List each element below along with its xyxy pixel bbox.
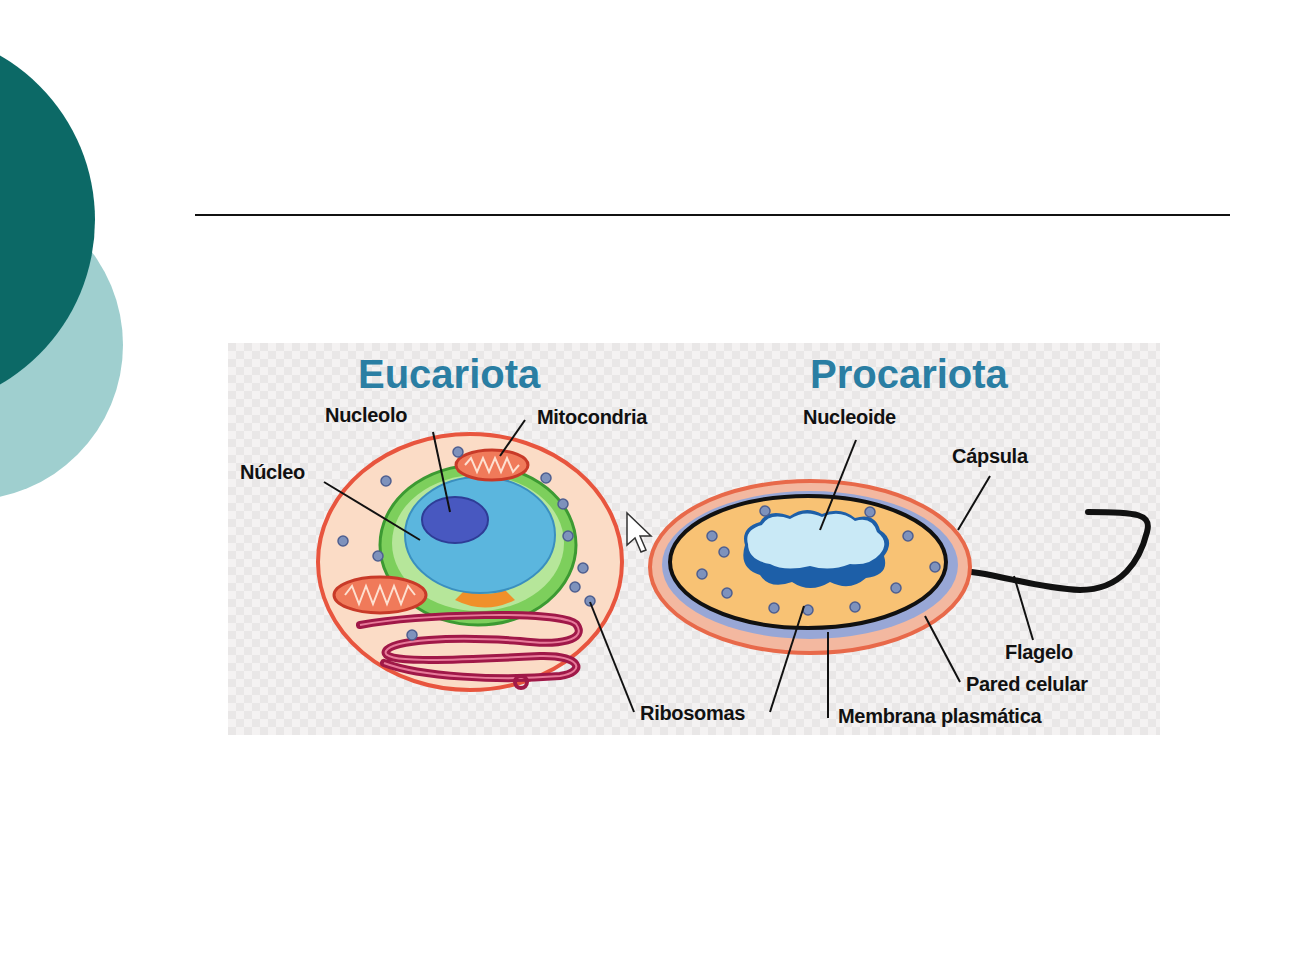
part-label: Nucleoide — [803, 406, 896, 428]
part-label: Nucleolo — [325, 404, 407, 426]
mitochondrion — [456, 450, 528, 480]
endoplasmic-reticulum — [360, 615, 579, 678]
part-label: Ribosomas — [640, 702, 745, 724]
cell-type-title: Eucariota — [358, 352, 540, 396]
ribosome-dots — [338, 447, 595, 640]
part-label: Membrana plasmática — [838, 705, 1041, 727]
eukaryotic-cell — [318, 434, 622, 690]
leader-lines — [324, 420, 1033, 718]
decor-circle — [0, 30, 95, 410]
ribosome-dots — [697, 506, 940, 615]
part-label: Pared celular — [966, 673, 1088, 695]
flagellum — [945, 512, 1148, 590]
prokaryotic-cell — [650, 481, 1148, 653]
cell-type-title: Procariota — [810, 352, 1008, 396]
title-rule — [195, 214, 1230, 216]
image-ground — [228, 343, 1160, 735]
part-label: Núcleo — [240, 461, 305, 483]
mitochondrion — [334, 577, 426, 613]
part-label: Flagelo — [1005, 641, 1073, 663]
part-label: Cápsula — [952, 445, 1028, 467]
mouse-pointer — [627, 513, 651, 552]
part-label: Mitocondria — [537, 406, 647, 428]
